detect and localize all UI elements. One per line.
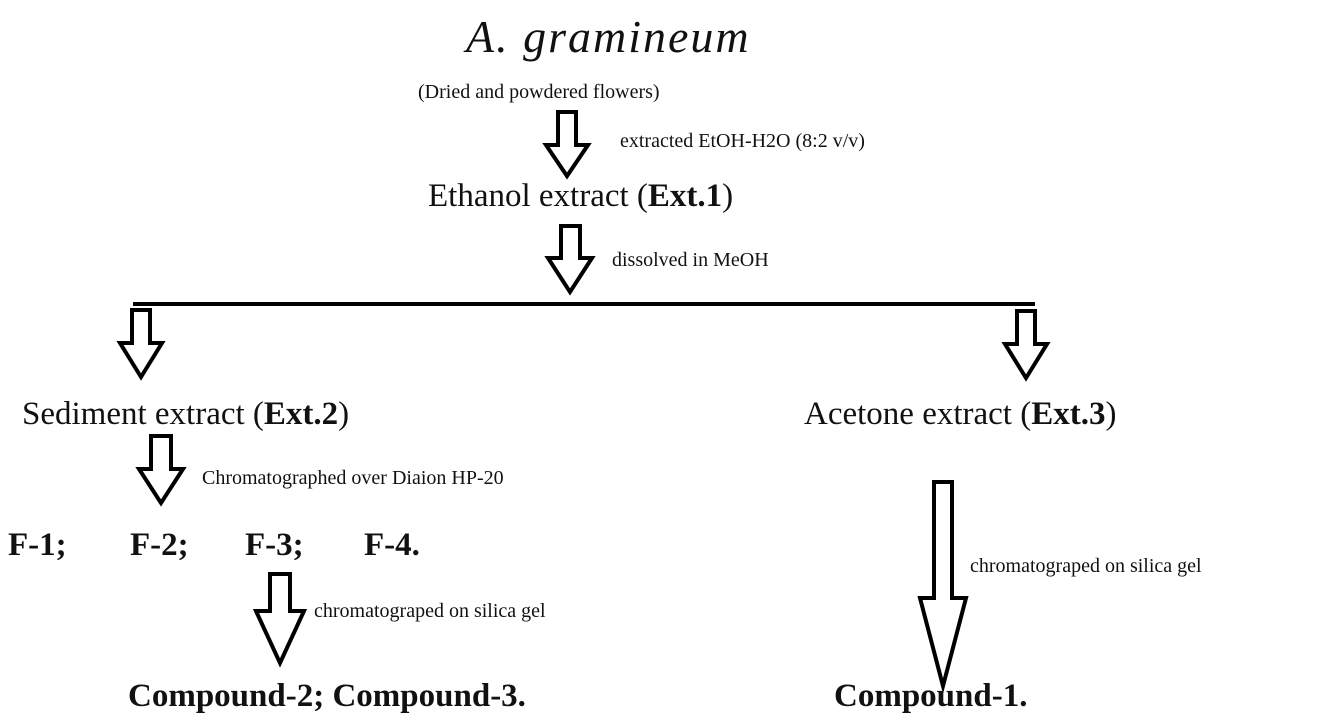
arrow-down-icon bbox=[544, 224, 596, 296]
ext3-text: Acetone extract ( bbox=[804, 396, 1032, 432]
ext3-code: Ext.3 bbox=[1031, 396, 1106, 432]
ethanol-extract-node: Ethanol extract (Ext.1) bbox=[428, 180, 733, 213]
step-extraction-label: extracted EtOH-H2O (8:2 v/v) bbox=[620, 130, 865, 152]
arrow-down-icon bbox=[116, 308, 166, 381]
ext1-text: Ethanol extract ( bbox=[428, 178, 648, 214]
ext2-close: ) bbox=[338, 396, 350, 432]
compounds-left: Compound-2; Compound-3. bbox=[128, 678, 526, 714]
acetone-extract-node: Acetone extract (Ext.3) bbox=[804, 398, 1116, 431]
fraction-3: F-3; bbox=[245, 527, 304, 563]
fraction-4: F-4. bbox=[364, 527, 420, 563]
step-silica-left-label: chromatograped on silica gel bbox=[314, 600, 546, 622]
step-silica-right-label: chromatograped on silica gel bbox=[970, 555, 1202, 577]
fraction-2: F-2; bbox=[130, 527, 189, 563]
ext1-close: ) bbox=[722, 178, 734, 214]
arrow-down-icon bbox=[252, 572, 308, 668]
arrow-down-icon bbox=[135, 434, 187, 507]
ext2-text: Sediment extract ( bbox=[22, 396, 264, 432]
compound-right: Compound-1. bbox=[834, 678, 1028, 714]
step-diaion-label: Chromatographed over Diaion HP-20 bbox=[202, 467, 504, 489]
ext1-code: Ext.1 bbox=[647, 178, 723, 214]
plant-name-title: A. gramineum bbox=[466, 11, 751, 62]
arrow-down-icon bbox=[917, 480, 969, 694]
ext2-code: Ext.2 bbox=[263, 396, 339, 432]
arrow-down-icon bbox=[1001, 309, 1051, 382]
arrow-down-icon bbox=[542, 110, 592, 180]
fraction-1: F-1; bbox=[8, 527, 67, 563]
sediment-extract-node: Sediment extract (Ext.2) bbox=[22, 398, 349, 431]
step-dissolve-label: dissolved in MeOH bbox=[612, 249, 769, 271]
ext3-close: ) bbox=[1105, 396, 1117, 432]
source-note: (Dried and powdered flowers) bbox=[418, 81, 660, 103]
